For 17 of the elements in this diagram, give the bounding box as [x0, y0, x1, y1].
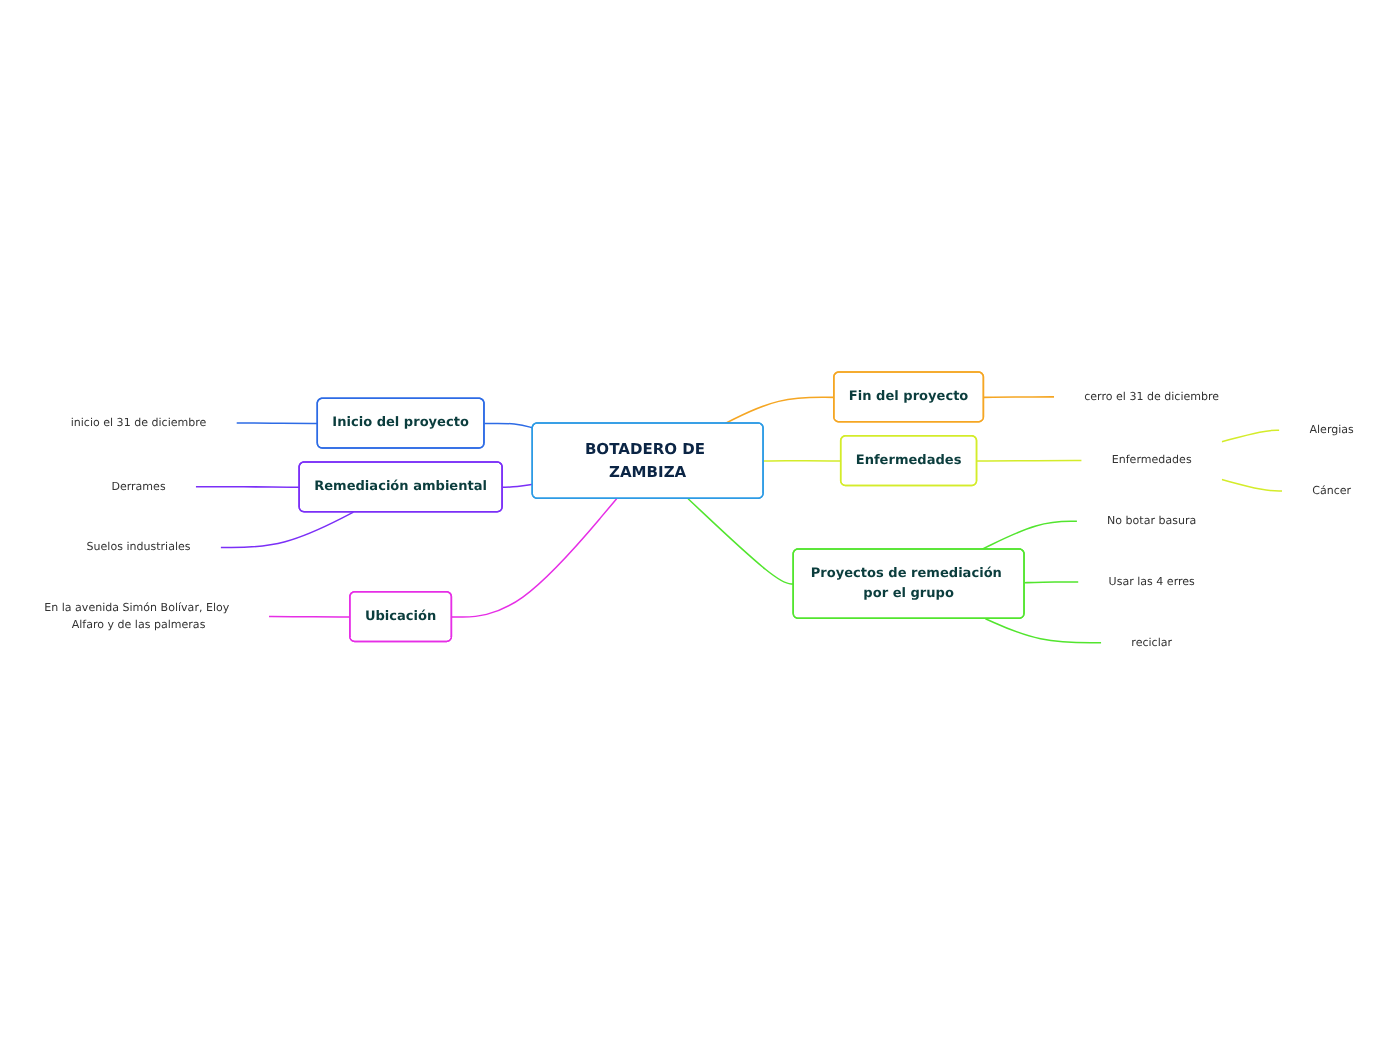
connector: [268, 616, 352, 619]
connector: [687, 498, 795, 586]
connector: [724, 397, 836, 426]
connector: [984, 618, 1102, 645]
connector: [983, 397, 1055, 400]
connector: [483, 423, 534, 430]
connector: [235, 423, 319, 426]
connector: [1023, 582, 1080, 585]
connector: [1221, 479, 1283, 493]
connector: [1221, 430, 1281, 444]
connector: [501, 484, 534, 489]
connector: [451, 498, 618, 619]
connector: [195, 487, 301, 489]
connector: [219, 512, 355, 550]
connector: [976, 460, 1083, 463]
connector: [762, 460, 842, 463]
connector: [980, 521, 1078, 552]
